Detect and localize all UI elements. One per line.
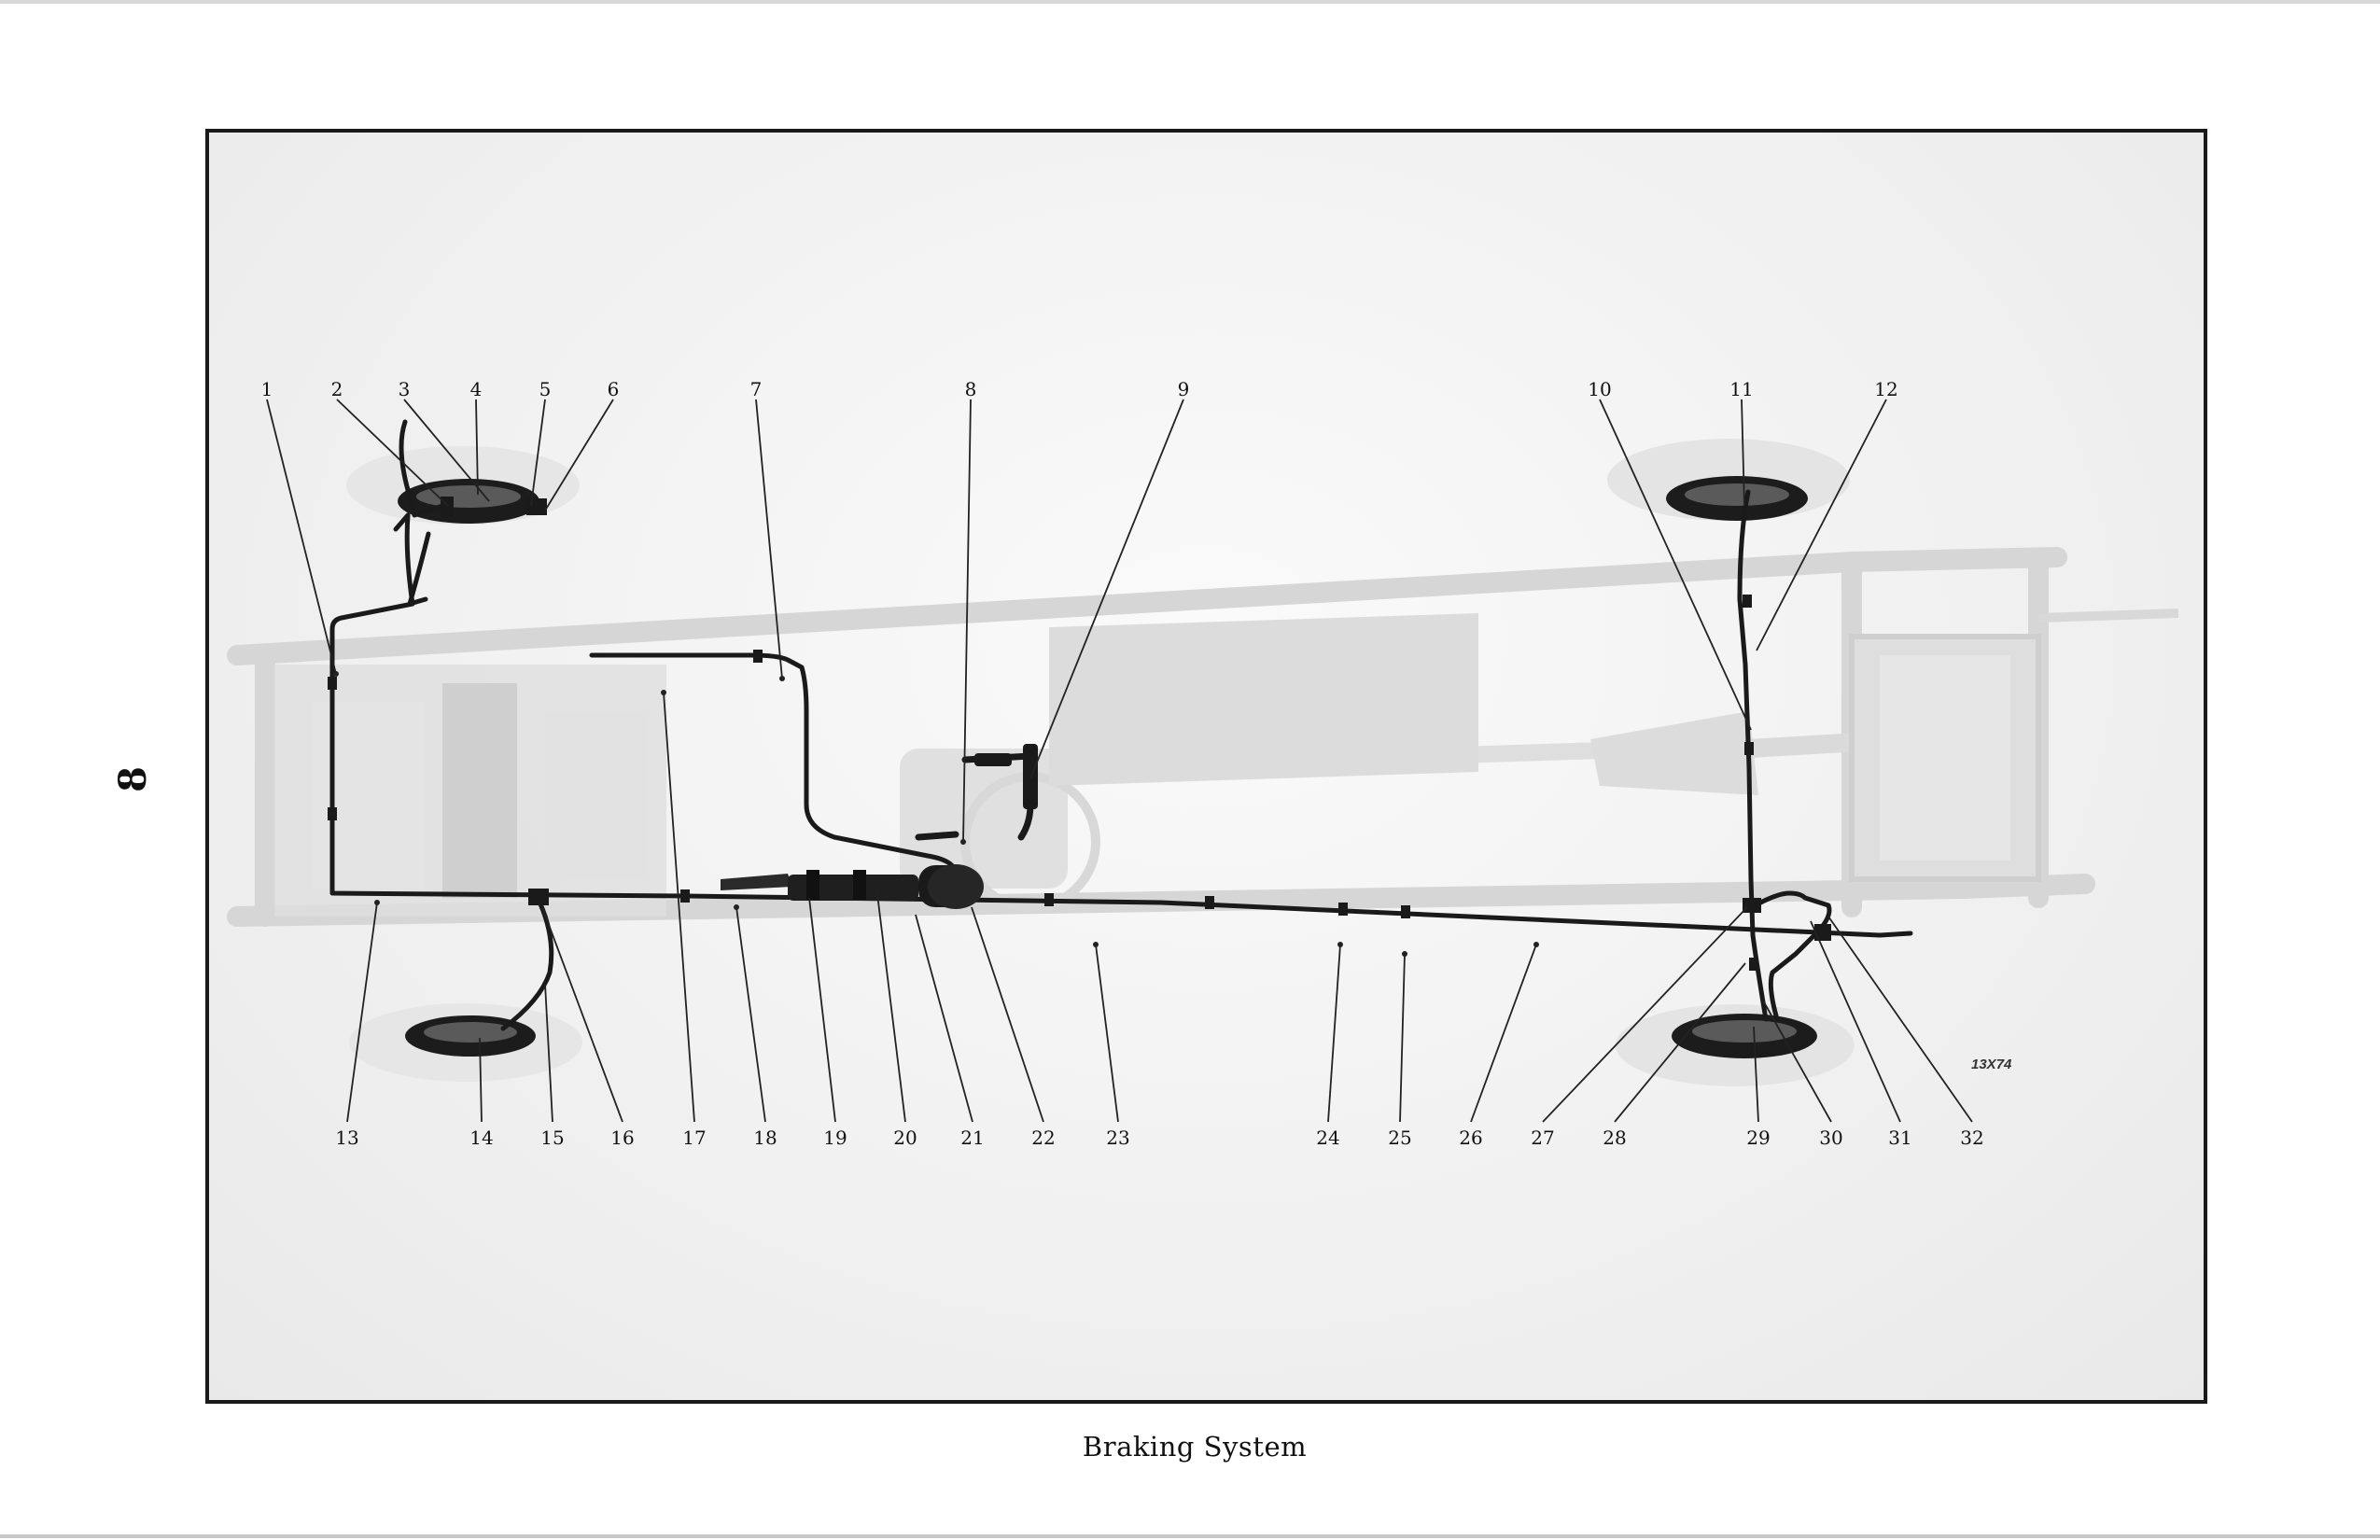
page-number: 8 — [111, 766, 155, 792]
callout-11: 11 — [1729, 378, 1753, 400]
figure-reference-code: 13X74 — [1971, 1057, 2012, 1072]
scan-edge-top — [0, 0, 2380, 4]
callout-13: 13 — [335, 1127, 358, 1149]
callout-29: 29 — [1746, 1127, 1770, 1149]
callout-27: 27 — [1531, 1127, 1554, 1149]
callout-32: 32 — [1960, 1127, 1983, 1149]
callout-14: 14 — [469, 1127, 493, 1149]
callout-10: 10 — [1588, 378, 1611, 400]
callout-17: 17 — [682, 1127, 706, 1149]
callout-1: 1 — [261, 378, 273, 400]
callouts-top: 1 2 3 4 5 6 7 8 9 10 11 12 — [261, 378, 1898, 400]
spare-exhaust — [2037, 609, 2179, 623]
line-clips — [328, 595, 1758, 971]
callout-20: 20 — [893, 1127, 917, 1149]
callout-31: 31 — [1888, 1127, 1911, 1149]
braking-system-figure: 1 2 3 4 5 6 7 8 9 10 11 12 13 14 15 16 1… — [205, 129, 2207, 1404]
callout-19: 19 — [823, 1127, 847, 1149]
fuel-tank — [1849, 634, 2041, 882]
callout-26: 26 — [1459, 1127, 1482, 1149]
callout-4: 4 — [470, 378, 483, 400]
rear-left-brake-drum — [1666, 476, 1808, 521]
floor-panel — [1049, 613, 1478, 786]
callout-25: 25 — [1388, 1127, 1411, 1149]
front-tee-fittings — [441, 497, 1831, 941]
callout-12: 12 — [1874, 378, 1897, 400]
front-right-brake-drum — [405, 1015, 536, 1057]
scan-edge-bottom — [0, 1534, 2380, 1538]
master-cylinder — [721, 864, 984, 909]
callout-21: 21 — [960, 1127, 984, 1149]
callout-16: 16 — [610, 1127, 634, 1149]
chassis-illustration: 1 2 3 4 5 6 7 8 9 10 11 12 13 14 15 16 1… — [227, 378, 2179, 1149]
callout-23: 23 — [1106, 1127, 1129, 1149]
callout-5: 5 — [539, 378, 552, 400]
callout-28: 28 — [1603, 1127, 1626, 1149]
callout-24: 24 — [1316, 1127, 1339, 1149]
callout-3: 3 — [399, 378, 411, 400]
callout-8: 8 — [965, 378, 977, 400]
callout-7: 7 — [750, 378, 763, 400]
figure-caption: Braking System — [1082, 1431, 1308, 1463]
callout-6: 6 — [608, 378, 620, 400]
leader-arrowheads — [333, 671, 1539, 957]
callout-22: 22 — [1031, 1127, 1055, 1149]
rear-right-brake-drum — [1672, 1014, 1817, 1058]
callouts-bottom: 13 14 15 16 17 18 19 20 21 22 23 24 25 2… — [335, 1127, 1983, 1149]
callout-leaders — [266, 399, 1973, 1123]
callout-18: 18 — [753, 1127, 777, 1149]
callout-9: 9 — [1178, 378, 1190, 400]
callout-15: 15 — [540, 1127, 564, 1149]
callout-30: 30 — [1819, 1127, 1842, 1149]
callout-2: 2 — [331, 378, 343, 400]
front-left-brake-drum — [398, 479, 539, 524]
